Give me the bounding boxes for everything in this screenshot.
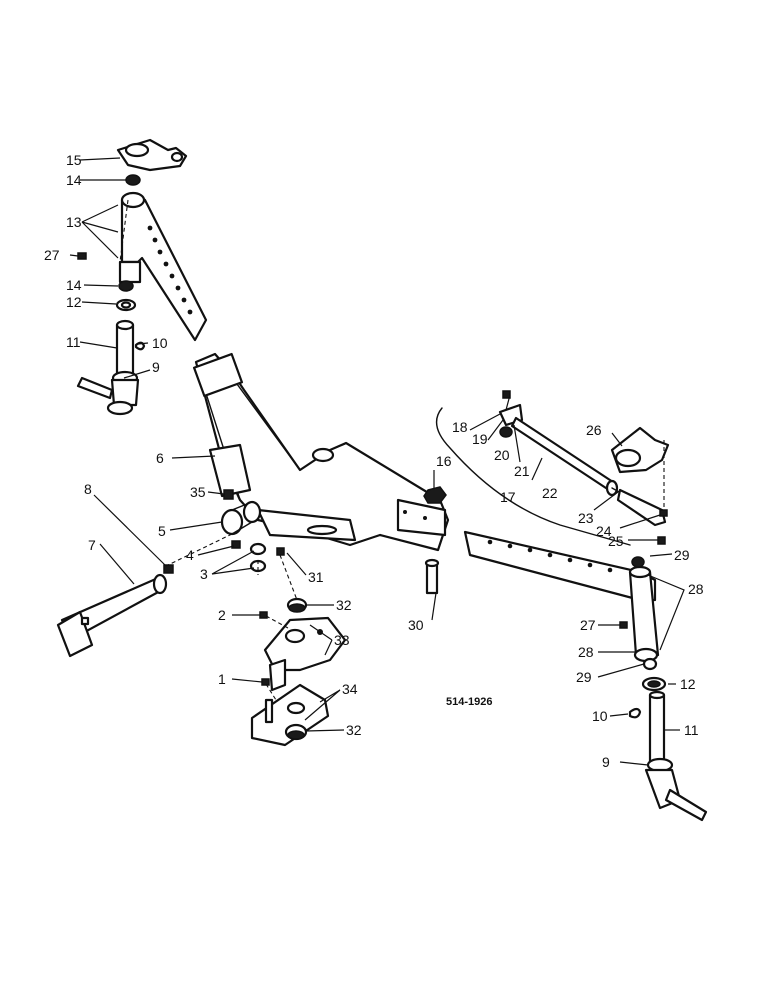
assembly-dashed-lines bbox=[119, 199, 665, 701]
callout-27: 27 bbox=[44, 247, 60, 263]
callout-1: 1 bbox=[218, 671, 226, 687]
callout-labels: 15 14 13 27 14 12 11 10 9 6 8 7 5 4 3 35… bbox=[44, 152, 704, 770]
left-bolt-27 bbox=[77, 252, 87, 260]
right-bushing-29-lower bbox=[642, 657, 658, 671]
left-axle-extension-13 bbox=[118, 191, 208, 342]
boot-20 bbox=[499, 426, 513, 438]
support-bracket-33 bbox=[263, 616, 347, 692]
callout-27-right: 27 bbox=[580, 617, 596, 633]
callout-31: 31 bbox=[308, 569, 324, 585]
right-axle-extension-28 bbox=[463, 530, 660, 663]
callout-25: 25 bbox=[608, 533, 624, 549]
right-thrust-washer-12 bbox=[641, 676, 667, 692]
callout-14: 14 bbox=[66, 172, 82, 188]
left-thrust-washer-12 bbox=[115, 298, 137, 312]
callout-9: 9 bbox=[152, 359, 160, 375]
washer-31 bbox=[276, 547, 285, 556]
tie-rod-end-23 bbox=[616, 488, 667, 527]
callout-11-right: 11 bbox=[684, 722, 699, 738]
left-woodruff-key-10 bbox=[134, 341, 146, 351]
right-bolt-27 bbox=[619, 621, 628, 629]
drawing-reference-code: 514-1926 bbox=[446, 696, 493, 708]
callout-18: 18 bbox=[452, 419, 468, 435]
callout-6: 6 bbox=[156, 450, 164, 466]
left-bushing-14-upper bbox=[125, 174, 141, 186]
callout-9-right: 9 bbox=[602, 754, 610, 770]
nut-25 bbox=[657, 536, 666, 545]
callout-33: 33 bbox=[334, 632, 350, 648]
bottom-plate-34 bbox=[250, 683, 330, 747]
left-steering-arm-15 bbox=[116, 138, 188, 172]
callout-35: 35 bbox=[190, 484, 206, 500]
callout-17: 17 bbox=[500, 489, 516, 505]
callout-7: 7 bbox=[88, 537, 96, 553]
callout-24: 24 bbox=[596, 523, 612, 539]
tie-rod-bracket-17 bbox=[435, 407, 631, 546]
callout-15: 15 bbox=[66, 152, 82, 168]
left-bushing-14-lower bbox=[118, 280, 134, 292]
callout-20: 20 bbox=[494, 447, 510, 463]
bushing-32-lower bbox=[284, 723, 308, 741]
callout-21: 21 bbox=[514, 463, 530, 479]
callout-28-lower: 28 bbox=[578, 644, 594, 660]
callout-28-upper: 28 bbox=[688, 581, 704, 597]
bolt-1 bbox=[261, 678, 270, 686]
grease-fitting-35 bbox=[223, 489, 234, 500]
callout-14b: 14 bbox=[66, 277, 82, 293]
callout-5: 5 bbox=[158, 523, 166, 539]
callout-8: 8 bbox=[84, 481, 92, 497]
callout-26: 26 bbox=[586, 422, 602, 438]
nut-16 bbox=[423, 486, 447, 504]
right-spindle-11 bbox=[644, 690, 708, 822]
callout-11: 11 bbox=[66, 334, 81, 350]
spacer-4 bbox=[231, 540, 241, 549]
leader-lines bbox=[69, 157, 685, 766]
callout-22: 22 bbox=[542, 485, 558, 501]
center-bushing-5 bbox=[220, 500, 262, 536]
bolt-30 bbox=[424, 558, 440, 595]
callout-13: 13 bbox=[66, 214, 82, 230]
callout-10-right: 10 bbox=[592, 708, 608, 724]
callout-29-lower: 29 bbox=[576, 669, 592, 685]
right-steering-arm-26 bbox=[610, 426, 670, 474]
callout-2: 2 bbox=[218, 607, 226, 623]
callout-3: 3 bbox=[200, 566, 208, 582]
callout-34: 34 bbox=[342, 681, 358, 697]
pivot-pin-7 bbox=[56, 573, 168, 658]
callout-30: 30 bbox=[408, 617, 424, 633]
callout-23: 23 bbox=[578, 510, 594, 526]
callout-32-lower: 32 bbox=[346, 722, 362, 738]
grease-fitting-24 bbox=[659, 509, 668, 517]
callout-16: 16 bbox=[436, 453, 452, 469]
callout-32-upper: 32 bbox=[336, 597, 352, 613]
callout-10: 10 bbox=[152, 335, 168, 351]
spacer-3 bbox=[249, 542, 267, 573]
callout-12-right: 12 bbox=[680, 676, 696, 692]
grease-fitting-18 bbox=[502, 390, 511, 399]
callout-19: 19 bbox=[472, 431, 488, 447]
bushing-32-upper bbox=[286, 597, 308, 613]
right-woodruff-key-10 bbox=[628, 707, 642, 719]
left-spindle-11 bbox=[76, 319, 140, 416]
callout-12: 12 bbox=[66, 294, 82, 310]
callout-29-upper: 29 bbox=[674, 547, 690, 563]
right-bushing-29-upper bbox=[631, 556, 645, 568]
callout-4: 4 bbox=[186, 547, 194, 563]
bolt-2 bbox=[259, 611, 268, 619]
